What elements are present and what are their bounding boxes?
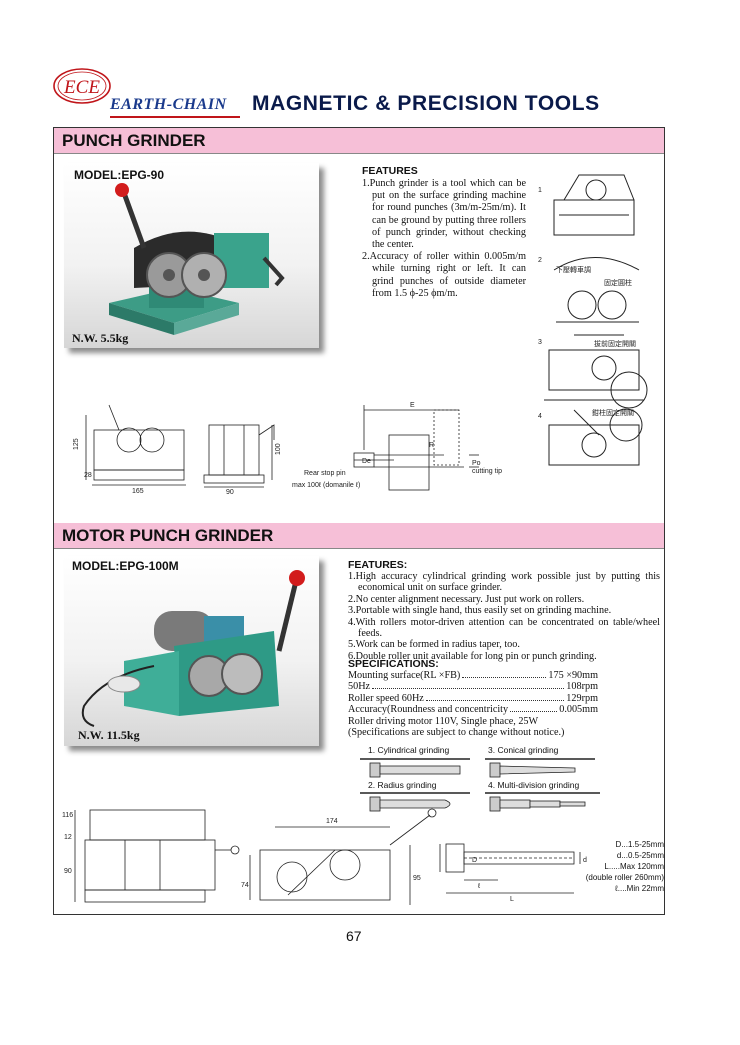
svg-text:ECE: ECE <box>63 77 100 98</box>
svg-text:2: 2 <box>538 257 542 264</box>
brand-name: EARTH-CHAIN <box>110 96 227 113</box>
product-photo-epg100m: MODEL:EPG-100M N.W. 11.5kg <box>64 556 319 746</box>
grinding-types-illustration <box>360 755 620 815</box>
punch-spec-line: d...0.5-25mm <box>616 851 664 860</box>
features-heading: FEATURES <box>362 165 418 177</box>
content-frame <box>53 127 665 915</box>
svg-text:1: 1 <box>538 187 542 194</box>
svg-text:固定圓柱: 固定圓柱 <box>604 278 632 287</box>
punch-spec-line: D...1.5-25mm <box>615 840 664 849</box>
svg-text:E: E <box>410 402 415 409</box>
brand-underline <box>110 116 240 118</box>
section-title: PUNCH GRINDER <box>62 131 206 150</box>
svg-text:125: 125 <box>73 438 80 450</box>
feature-item: 6.Double roller unit available for long … <box>348 650 597 662</box>
punch-drawing: D d ℓ L <box>438 838 598 908</box>
usage-steps-illustration: 1 2 3 4 下壓轉車調 固定圓柱 拔前固定開關 鉗柱固定開關 <box>534 160 662 480</box>
feature-item: 1.High accuracy cylindrical grinding wor… <box>348 571 660 594</box>
svg-text:100: 100 <box>275 443 282 455</box>
svg-text:28: 28 <box>84 472 92 479</box>
page-title: MAGNETIC & PRECISION TOOLS <box>252 92 600 115</box>
product-photo-epg90: MODEL:EPG-90 N.W. 5.5kg <box>64 163 319 348</box>
svg-text:下壓轉車調: 下壓轉車調 <box>556 265 591 274</box>
svg-text:d: d <box>583 857 587 864</box>
svg-text:鉗柱固定開關: 鉗柱固定開關 <box>592 408 634 417</box>
section-title: MOTOR PUNCH GRINDER <box>62 526 274 545</box>
features-heading: FEATURES: <box>348 559 408 571</box>
grinding-type-label: 4. Multi-division grinding <box>488 780 580 790</box>
spec-note: (Specifications are subject to change wi… <box>348 727 565 739</box>
punch-spec-line: L.....Max 120mm <box>604 862 664 871</box>
svg-text:74: 74 <box>241 882 249 889</box>
svg-text:cutting tip: cutting tip <box>472 468 502 475</box>
feature-item: 2.No center alignment necessary. Just pu… <box>348 593 585 605</box>
svg-text:D: D <box>472 857 477 864</box>
motor-grinder-dimension-drawings: 116 12 90 174 74 95 <box>60 805 480 913</box>
net-weight: N.W. 5.5kg <box>72 331 129 345</box>
feature-item: 3.Portable with single hand, thus easily… <box>348 605 612 617</box>
net-weight: N.W. 11.5kg <box>78 728 140 742</box>
svg-text:max 100ℓ (domanile ℓ): max 100ℓ (domanile ℓ) <box>292 482 360 489</box>
svg-text:116: 116 <box>62 812 73 819</box>
svg-text:4: 4 <box>538 413 542 420</box>
section-header-motor-punch-grinder: MOTOR PUNCH GRINDER <box>54 523 664 549</box>
svg-text:Po: Po <box>472 460 481 467</box>
svg-text:Rear stop pin: Rear stop pin <box>304 470 346 477</box>
svg-text:90: 90 <box>64 868 72 875</box>
svg-text:ℓ: ℓ <box>477 883 481 890</box>
svg-text:95: 95 <box>413 875 421 882</box>
svg-text:3: 3 <box>538 339 542 346</box>
punch-grinder-dimension-drawings: 125 28 165 100 90 E De R Rear stop pin m… <box>64 395 534 496</box>
feature-item: 1.Punch grinder is a tool which can be p… <box>362 178 526 251</box>
grinding-type-label: 1. Cylindrical grinding <box>368 745 450 755</box>
company-logo: ECE <box>52 66 122 110</box>
svg-text:174: 174 <box>326 818 338 825</box>
grinding-type-label: 3. Conical grinding <box>488 745 559 755</box>
svg-text:拔前固定開關: 拔前固定開關 <box>594 339 636 348</box>
page-number: 67 <box>346 928 362 944</box>
punch-size-specs: D...1.5-25mm d...0.5-25mm L.....Max 120m… <box>586 839 664 894</box>
spec-row: Mounting surface(RL ×FB)175 ×90mm <box>348 670 598 681</box>
svg-text:12: 12 <box>64 834 72 841</box>
model-label: MODEL:EPG-100M <box>72 559 179 573</box>
grinding-type-label: 2. Radius grinding <box>368 780 437 790</box>
svg-text:R: R <box>429 442 434 449</box>
features-list: 1.High accuracy cylindrical grinding wor… <box>348 571 660 662</box>
punch-spec-line: (double roller 260mm) <box>585 873 664 882</box>
section-header-punch-grinder: PUNCH GRINDER <box>54 128 664 154</box>
feature-item: 4.With rollers motor-driven attention ca… <box>348 616 660 640</box>
model-label: MODEL:EPG-90 <box>74 168 165 182</box>
punch-spec-line: ℓ....Min 22mm <box>615 884 664 893</box>
feature-item: 5.Work can be formed in radius taper, to… <box>348 639 520 651</box>
specifications-heading: SPECIFICATIONS: <box>348 658 439 670</box>
svg-text:165: 165 <box>132 488 144 495</box>
svg-text:De: De <box>362 458 371 465</box>
svg-text:L: L <box>510 896 514 903</box>
features-list: 1.Punch grinder is a tool which can be p… <box>362 178 526 300</box>
feature-item: 2.Accuracy of roller within 0.005m/m whi… <box>362 251 526 299</box>
spec-note: Roller driving motor 110V, Single phace,… <box>348 715 539 727</box>
svg-text:90: 90 <box>226 489 234 495</box>
